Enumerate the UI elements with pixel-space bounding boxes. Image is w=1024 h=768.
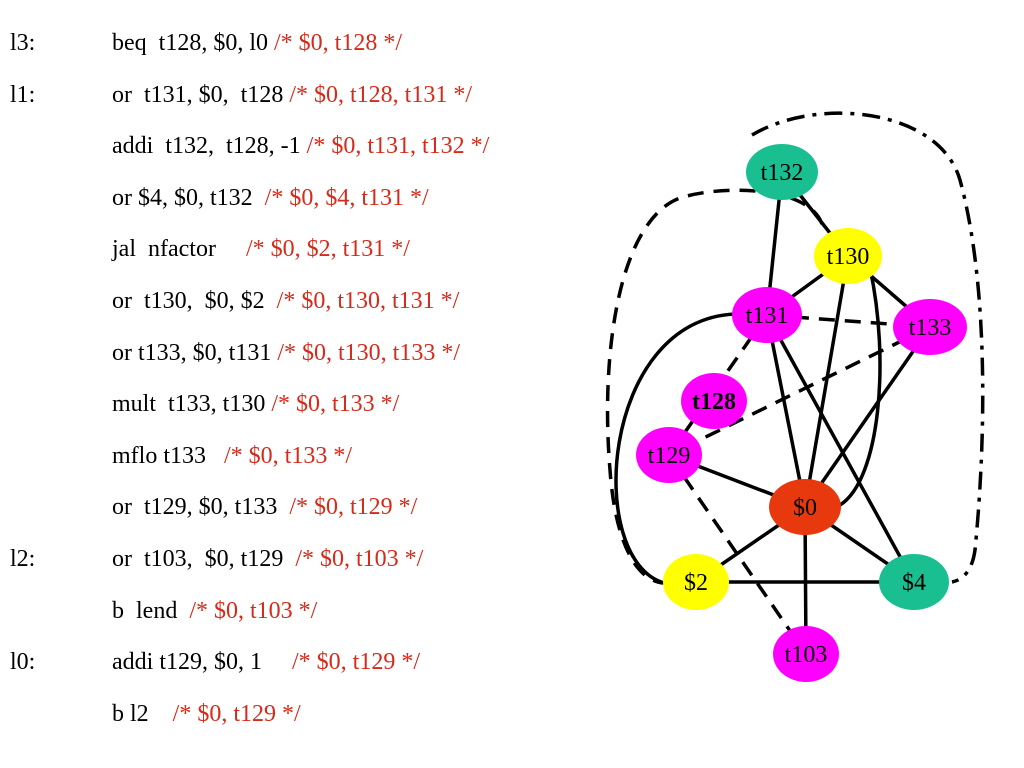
edge-t133-t129: [668, 325, 931, 457]
node-ellipse: [636, 427, 702, 483]
liveness-comment: /* $0, t128 */: [274, 30, 403, 56]
graph-nodes: t132 t130 t131 t133 t128 t129 $0 $2 $4 t103: [636, 144, 967, 682]
liveness-comment: /* $0, $4, t131 */: [264, 184, 429, 211]
code-instruction-wrap: or t129, $0, t133 /* $0, t129 */: [112, 487, 417, 527]
code-instruction-wrap: or t130, $0, $2 /* $0, t130, t131 */: [112, 281, 459, 321]
node-label: t128: [692, 389, 736, 415]
node-ellipse: [879, 554, 949, 610]
code-label: l3:: [10, 30, 36, 56]
node-label: $2: [684, 570, 708, 596]
liveness-comment: /* $0, t129 */: [289, 494, 418, 521]
node-t128: t128: [681, 373, 747, 429]
code-label: l0:: [10, 649, 36, 676]
code-instruction-wrap: addi t129, $0, 1 /* $0, t129 */: [112, 642, 420, 682]
node-ellipse: [773, 626, 839, 682]
node-label: t103: [785, 642, 828, 668]
node-t130: t130: [814, 228, 882, 284]
liveness-comment: /* $0, t103 */: [189, 597, 318, 624]
edge-t131-r4: [765, 314, 916, 583]
node-t133: t133: [893, 299, 967, 355]
edge-t130-r0: [839, 267, 882, 507]
code-instruction-wrap: addi t132, t128, -1 /* $0, t131, t132 */: [112, 126, 489, 166]
liveness-comment: /* $0, t129 */: [292, 649, 421, 676]
node-label: t131: [746, 303, 789, 329]
code-instruction-wrap: or t131, $0, t128 /* $0, t128, t131 */: [112, 75, 472, 115]
code-instruction-wrap: b lend /* $0, t103 */: [112, 591, 317, 631]
code-instruction: beq t128, $0, l0: [112, 30, 274, 56]
node-label: t133: [909, 315, 952, 341]
edge-t129-t103: [667, 454, 808, 655]
code-label: l2:: [10, 546, 36, 572]
node-label: t130: [827, 244, 870, 270]
node-ellipse: [663, 554, 729, 610]
code-instruction: or t129, $0, t133: [112, 494, 290, 521]
liveness-comment: /* $0, t130, t131 */: [276, 288, 460, 314]
code-instruction: jal nfactor: [112, 236, 246, 263]
code-instruction-wrap: b l2 /* $0, t129 */: [112, 694, 301, 734]
code-instruction: addi t129, $0, 1: [112, 649, 292, 676]
code-instruction: b l2: [112, 700, 173, 727]
node-ellipse: [893, 299, 967, 355]
node-ellipse: [732, 287, 802, 343]
code-listing: l3: beq t128, $0, l0 /* $0, t128 */ l1: or …: [10, 23, 489, 734]
node-label: $0: [793, 495, 817, 521]
node-t129: t129: [636, 427, 702, 483]
liveness-comment: /* $0, t103 */: [295, 546, 424, 572]
code-instruction-wrap: beq t128, $0, l0 /* $0, t128 */: [112, 23, 402, 63]
code-instruction: or t130, $0, $2: [112, 288, 277, 314]
code-instruction: mult t133, t130: [112, 391, 272, 418]
node-t131: t131: [732, 287, 802, 343]
edge-t130-r0: [803, 255, 850, 508]
edge-t133-r0: [803, 326, 932, 508]
code-instruction: or t131, $0, t128: [112, 81, 290, 108]
node-label: $4: [902, 570, 926, 596]
node-label: t129: [648, 443, 691, 469]
code-instruction-wrap: mult t133, t130 /* $0, t133 */: [112, 384, 399, 424]
liveness-comment: /* $0, t128, t131 */: [289, 81, 472, 108]
liveness-comment: /* $0, t129 */: [172, 700, 301, 727]
code-instruction: addi t132, t128, -1: [112, 133, 307, 160]
node-t103: t103: [773, 626, 839, 682]
node-r2: $2: [663, 554, 729, 610]
liveness-comment: /* $0, $2, t131 */: [245, 236, 410, 263]
node-ellipse: [746, 144, 818, 200]
node-t132: t132: [746, 144, 818, 200]
code-label: l1:: [10, 81, 36, 108]
code-instruction: or t103, $0, t129: [112, 546, 296, 572]
edge-t131-r0: [765, 314, 807, 508]
code-instruction-wrap: or t103, $0, t129 /* $0, t103 */: [112, 539, 423, 579]
liveness-comment: /* $0, t131, t132 */: [306, 133, 490, 160]
code-instruction-wrap: jal nfactor /* $0, $2, t131 */: [112, 229, 410, 269]
liveness-comment: /* $0, t133 */: [224, 442, 353, 469]
node-ellipse: [814, 228, 882, 284]
edge-t131-r2: [614, 312, 736, 585]
node-r4: $4: [879, 554, 949, 610]
node-r0: $0: [769, 479, 841, 535]
code-instruction: mflo t133: [112, 442, 224, 469]
node-ellipse: [769, 479, 841, 535]
code-instruction-wrap: or t133, $0, t131 /* $0, t130, t133 */: [112, 333, 460, 373]
code-instruction-wrap: or $4, $0, t132 /* $0, $4, t131 */: [112, 178, 429, 218]
code-instruction: or t133, $0, t131: [112, 339, 278, 366]
code-instruction: or $4, $0, t132: [112, 184, 265, 211]
node-ellipse: [681, 373, 747, 429]
liveness-comment: /* $0, t130, t133 */: [277, 339, 460, 366]
edge-t132-r4: [751, 111, 985, 584]
node-label: t132: [761, 160, 804, 186]
liveness-comment: /* $0, t133 */: [271, 391, 400, 418]
code-instruction-wrap: mflo t133 /* $0, t133 */: [112, 436, 352, 476]
code-instruction: b lend: [112, 597, 190, 624]
